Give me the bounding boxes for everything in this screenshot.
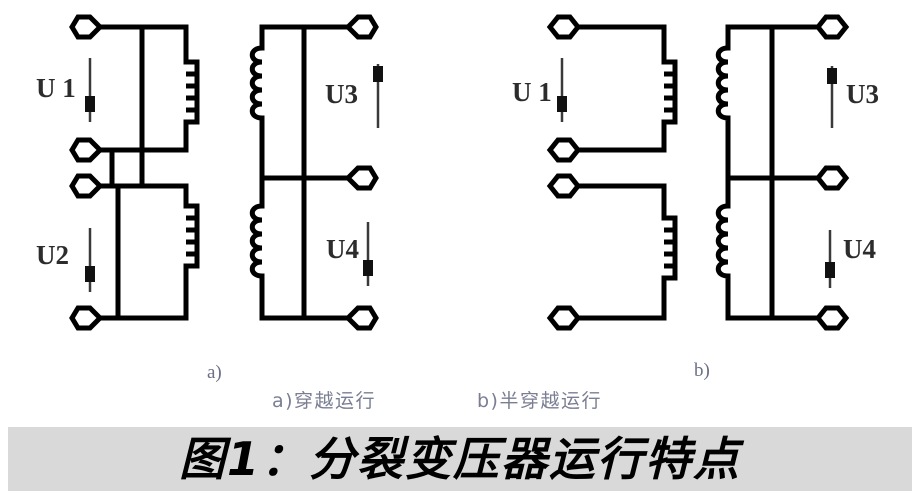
- winding-u4-a: [249, 175, 351, 321]
- voltage-marker-u3-a: U3: [325, 64, 383, 128]
- terminal-u3-top-b[interactable]: [814, 14, 850, 40]
- arrow-head-u4-a: [363, 260, 373, 276]
- voltage-marker-u4-a: U4: [326, 222, 373, 286]
- winding-u3-a: [249, 24, 351, 181]
- wire-u1-top-b: [575, 24, 667, 65]
- arrow-head-u1-b: [557, 96, 567, 112]
- label-u1-b: U 1: [512, 77, 552, 107]
- legend-panel-a: a)穿越运行: [272, 390, 376, 412]
- arrow-head-u4-b: [825, 262, 835, 278]
- label-u3-b: U3: [846, 79, 879, 109]
- terminal-u1-top-b[interactable]: [546, 14, 582, 40]
- legend-panel-b: b)半穿越运行: [477, 390, 602, 412]
- winding-u1-b: [575, 24, 678, 153]
- terminal-u4-bottom-a[interactable]: [344, 305, 379, 331]
- coil-u1-a: [183, 59, 200, 150]
- label-u2-a: U2: [36, 240, 69, 270]
- wire-u2-top-b: [575, 183, 667, 221]
- arrow-head-u3-b: [827, 68, 837, 84]
- terminal-u3-top-a[interactable]: [344, 14, 379, 40]
- coil-u3-b: [715, 27, 731, 178]
- transformer-schematic: U 1 U2 U3 U4 a): [36, 14, 879, 412]
- terminal-mid-right-b[interactable]: [814, 165, 850, 191]
- winding-u3-b: [715, 24, 821, 181]
- voltage-marker-u1-a: U 1: [36, 58, 95, 122]
- terminal-u1-bottom-b[interactable]: [546, 137, 582, 163]
- coil-u2-a: [183, 203, 200, 318]
- wire-u2-top-a: [115, 183, 189, 209]
- winding-u2-a: [97, 183, 200, 321]
- label-u4-b: U4: [843, 234, 876, 264]
- voltage-marker-u4-b: U4: [825, 230, 876, 288]
- arrow-head-u3-a: [373, 66, 383, 82]
- label-u3-a: U3: [325, 79, 358, 109]
- terminal-u2-bottom-a[interactable]: [69, 305, 104, 331]
- coil-u2-b: [661, 215, 678, 318]
- voltage-marker-u3-b: U3: [827, 66, 879, 128]
- terminal-u1-top-a[interactable]: [69, 14, 104, 40]
- coil-u1-b: [661, 59, 678, 150]
- terminals-a: [69, 14, 379, 331]
- terminal-u2-bottom-b[interactable]: [546, 305, 582, 331]
- terminals-b: [546, 14, 850, 331]
- sublabel-panel-a: a): [207, 362, 222, 383]
- winding-u1-a: [97, 24, 200, 161]
- coil-u3-a: [249, 27, 265, 178]
- panel-a: U 1 U2 U3 U4 a): [36, 14, 383, 383]
- coil-u4-a: [249, 203, 265, 318]
- panel-b: U 1 U3 U4 b): [512, 14, 879, 381]
- voltage-marker-u2-a: U2: [36, 228, 95, 292]
- winding-u2-b: [575, 183, 678, 321]
- voltage-marker-u1-b: U 1: [512, 58, 567, 122]
- arrow-head-u2-a: [85, 266, 95, 282]
- legend-row: a)穿越运行 b)半穿越运行: [272, 390, 602, 412]
- figure-caption: 图1：分裂变压器运行特点: [178, 432, 741, 486]
- terminal-mid-right-a[interactable]: [344, 165, 379, 191]
- label-u1-a: U 1: [36, 73, 76, 103]
- terminal-u2-top-a[interactable]: [69, 173, 104, 199]
- label-u4-a: U4: [326, 234, 359, 264]
- winding-u4-b: [715, 175, 821, 321]
- figure-caption-band: 图1：分裂变压器运行特点: [8, 427, 912, 491]
- terminal-u4-bottom-b[interactable]: [814, 305, 850, 331]
- arrow-head-u1-a: [85, 96, 95, 112]
- coil-u4-b: [715, 203, 731, 318]
- sublabel-panel-b: b): [694, 360, 710, 381]
- wire-u1-top-a: [97, 24, 189, 65]
- terminal-u2-top-b[interactable]: [546, 173, 582, 199]
- terminal-u1-bottom-a[interactable]: [69, 137, 104, 163]
